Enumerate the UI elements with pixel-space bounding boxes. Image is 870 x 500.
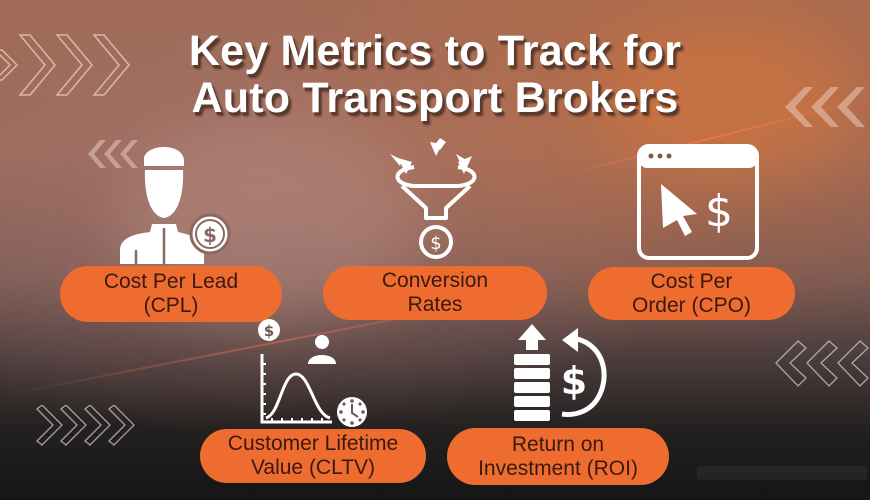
title-line-1: Key Metrics to Track for — [188, 27, 682, 75]
metric-label-line-1: Cost Per Lead — [103, 270, 239, 293]
metric-label-line-2: Investment (ROI) — [478, 456, 638, 480]
chevrons-left-decoration — [88, 140, 138, 168]
chevrons-left-decoration — [775, 340, 869, 387]
coins-return-dollar-icon: $ — [514, 324, 607, 421]
metric-return-on-investment: Return on Investment (ROI) — [447, 428, 669, 485]
svg-text:$: $ — [705, 186, 733, 237]
metric-label-line-1: Cost Per — [650, 269, 733, 293]
svg-text:$: $ — [561, 359, 587, 403]
metric-label-line-1: Customer Lifetime — [227, 432, 399, 455]
metric-label-line-1: Conversion — [381, 269, 489, 292]
metric-label-line-2: Rates — [407, 293, 463, 316]
metric-label-line-2: (CPL) — [143, 294, 199, 317]
lifetime-curve-chart-icon: $ — [258, 319, 367, 427]
person-dollar-icon: $ — [120, 147, 231, 264]
title-line-2: Auto Transport Brokers — [191, 74, 679, 122]
metric-cost-per-lead: Cost Per Lead (CPL) — [60, 266, 282, 322]
metric-customer-lifetime-value: Customer Lifetime Value (CLTV) — [200, 429, 426, 483]
svg-text:$: $ — [264, 322, 274, 340]
metric-label-line-2: Value (CLTV) — [250, 456, 376, 479]
chevrons-right-decoration — [36, 405, 135, 446]
metric-label-line-1: Return on — [511, 432, 605, 456]
browser-cursor-dollar-icon: $ — [637, 144, 759, 260]
svg-text:$: $ — [203, 223, 217, 247]
metric-conversion-rates: Conversion Rates — [323, 266, 547, 320]
watermark — [697, 466, 867, 480]
page-title: Key Metrics to Track for Auto Transport … — [0, 28, 870, 122]
chevrons-right-decoration — [0, 34, 130, 96]
metric-label-line-2: Order (CPO) — [631, 293, 751, 317]
svg-text:$: $ — [430, 233, 441, 254]
chevrons-left-decoration — [785, 87, 865, 127]
funnel-dollar-icon: $ — [390, 138, 477, 259]
metric-cost-per-order: Cost Per Order (CPO) — [588, 267, 795, 320]
